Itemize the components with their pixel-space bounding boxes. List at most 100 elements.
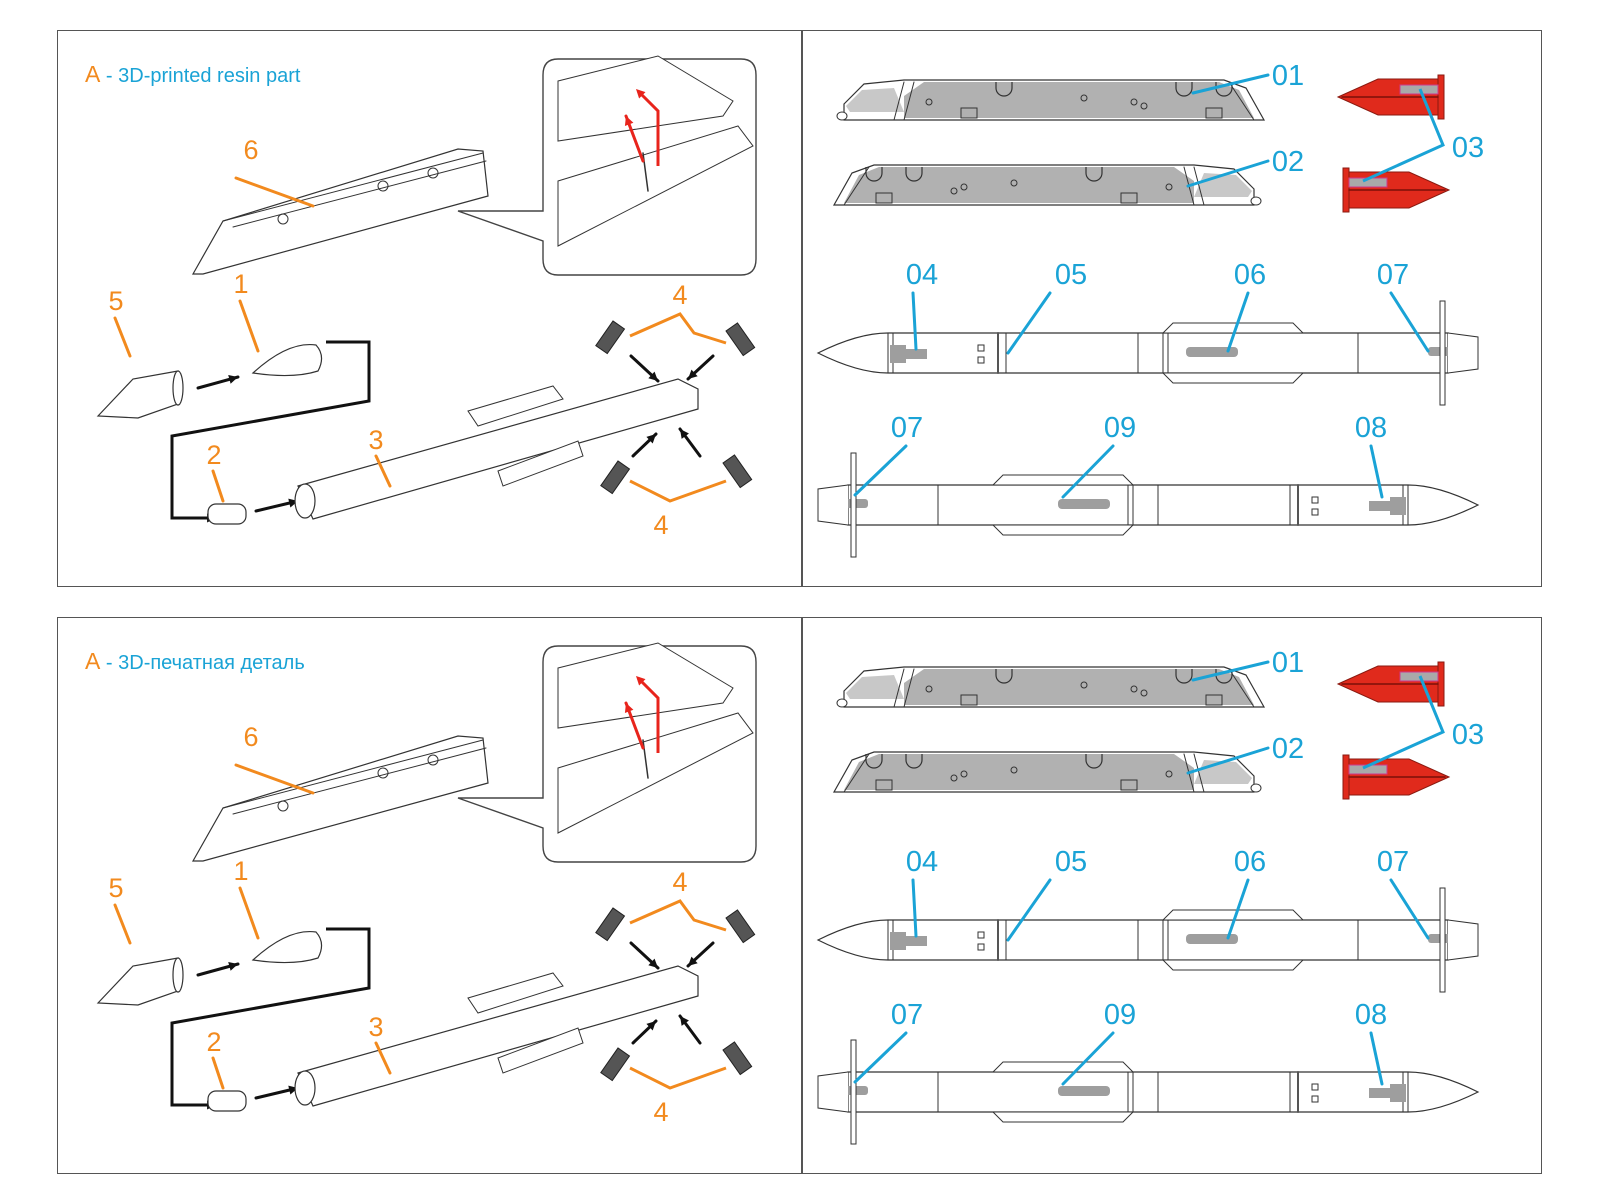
part-3-missile-body bbox=[294, 378, 699, 520]
nose-cover-rim bbox=[172, 957, 184, 993]
missile-top-view-b bbox=[817, 1039, 1480, 1145]
decal-patch bbox=[893, 936, 927, 946]
dome bbox=[251, 930, 323, 964]
hole-icon bbox=[1130, 685, 1138, 693]
decal-label-08: 08 bbox=[1355, 999, 1387, 1031]
leader-line bbox=[1006, 291, 1052, 355]
fin bbox=[1439, 887, 1446, 993]
part-4-canard bbox=[600, 1047, 631, 1082]
hook-icon bbox=[1120, 192, 1138, 204]
pylon-tip bbox=[1250, 783, 1262, 793]
wing-lower bbox=[991, 524, 1135, 536]
arrow-head bbox=[646, 434, 656, 444]
hole-icon bbox=[1010, 179, 1018, 187]
part-6-pylon bbox=[191, 148, 489, 275]
part-4-canard bbox=[725, 322, 756, 357]
arrow-head bbox=[680, 1016, 689, 1026]
hook-icon bbox=[1205, 107, 1223, 119]
decal-label-07-top: 07 bbox=[1377, 846, 1409, 878]
pylon-gray-panel bbox=[844, 167, 1194, 203]
pylon-iso bbox=[191, 735, 489, 862]
hook-icon bbox=[960, 107, 978, 119]
red-arrow bbox=[624, 701, 645, 750]
fin-upper bbox=[467, 972, 564, 1014]
missile-end bbox=[294, 1070, 316, 1106]
tail bbox=[817, 484, 849, 526]
leader-line bbox=[1006, 878, 1052, 942]
tail bbox=[817, 1071, 849, 1113]
decal-label-07-top: 07 bbox=[1377, 259, 1409, 291]
missile-top-view-b bbox=[817, 452, 1480, 558]
pylon-frame-line bbox=[843, 753, 870, 793]
leader-line bbox=[234, 176, 315, 208]
red-cone-flange bbox=[1437, 661, 1445, 707]
pylon-edge bbox=[232, 747, 487, 815]
panel-title: A - 3D-печатная деталь bbox=[85, 648, 305, 675]
wing-upper bbox=[991, 474, 1135, 486]
lug-icon bbox=[1175, 669, 1193, 684]
leader-line bbox=[629, 479, 727, 503]
arrow-head bbox=[648, 371, 658, 381]
part-4-canard bbox=[595, 907, 626, 942]
decal-patch bbox=[1369, 1088, 1403, 1098]
decal-label-07-bottom: 07 bbox=[891, 412, 923, 444]
wing-lower bbox=[1161, 959, 1305, 971]
title-separator: - bbox=[100, 65, 119, 87]
red-arrow bbox=[636, 676, 660, 753]
leader-line bbox=[1226, 878, 1250, 940]
hole-icon bbox=[925, 685, 933, 693]
port-icon bbox=[977, 356, 985, 364]
decal-label-04: 04 bbox=[906, 259, 938, 291]
lug-icon bbox=[427, 167, 439, 179]
part-1-seeker-dome bbox=[251, 343, 323, 377]
part-label-2: 2 bbox=[206, 440, 221, 470]
port-icon bbox=[1311, 1083, 1319, 1091]
lug-icon bbox=[995, 669, 1013, 684]
dome bbox=[251, 343, 323, 377]
leader-line bbox=[211, 469, 225, 503]
title-letter: A bbox=[85, 61, 101, 87]
red-cone-flange bbox=[1342, 167, 1350, 213]
tail bbox=[1447, 919, 1479, 961]
pylon-frame-line bbox=[893, 81, 905, 121]
arrow bbox=[686, 354, 715, 381]
leader-line bbox=[629, 312, 727, 345]
title-separator: - bbox=[100, 652, 119, 674]
lug-icon bbox=[905, 167, 923, 182]
pylon-gray-panel bbox=[904, 82, 1254, 118]
leader-line bbox=[1362, 675, 1445, 770]
leader-line bbox=[374, 454, 392, 488]
hole-icon bbox=[1010, 766, 1018, 774]
flow-line bbox=[170, 340, 371, 520]
leader-line bbox=[911, 291, 918, 351]
arrow-head bbox=[646, 1021, 656, 1031]
wing-lower bbox=[1161, 372, 1305, 384]
part-label-4-bottom: 4 bbox=[653, 1097, 668, 1127]
nose-cover bbox=[96, 370, 179, 419]
inset-missile bbox=[557, 712, 754, 834]
leader-line bbox=[629, 899, 727, 932]
decal-label-03: 03 bbox=[1452, 719, 1484, 751]
hole-icon bbox=[1140, 689, 1148, 697]
arrow bbox=[629, 941, 660, 970]
hole-icon bbox=[960, 770, 968, 778]
leader-line bbox=[1061, 444, 1115, 499]
panel-title: A - 3D-printed resin part bbox=[85, 61, 300, 88]
lug-icon bbox=[905, 754, 923, 769]
leader-line bbox=[113, 903, 132, 945]
fin bbox=[1439, 300, 1446, 406]
fin bbox=[850, 452, 857, 558]
arrow bbox=[629, 354, 660, 383]
pylon-tip bbox=[836, 111, 848, 121]
arrow-head bbox=[228, 374, 238, 384]
pylon-edge bbox=[222, 152, 484, 222]
leader-line bbox=[1186, 746, 1270, 775]
part-2-cylinder bbox=[207, 1090, 247, 1112]
arrow-shaft bbox=[636, 676, 660, 753]
